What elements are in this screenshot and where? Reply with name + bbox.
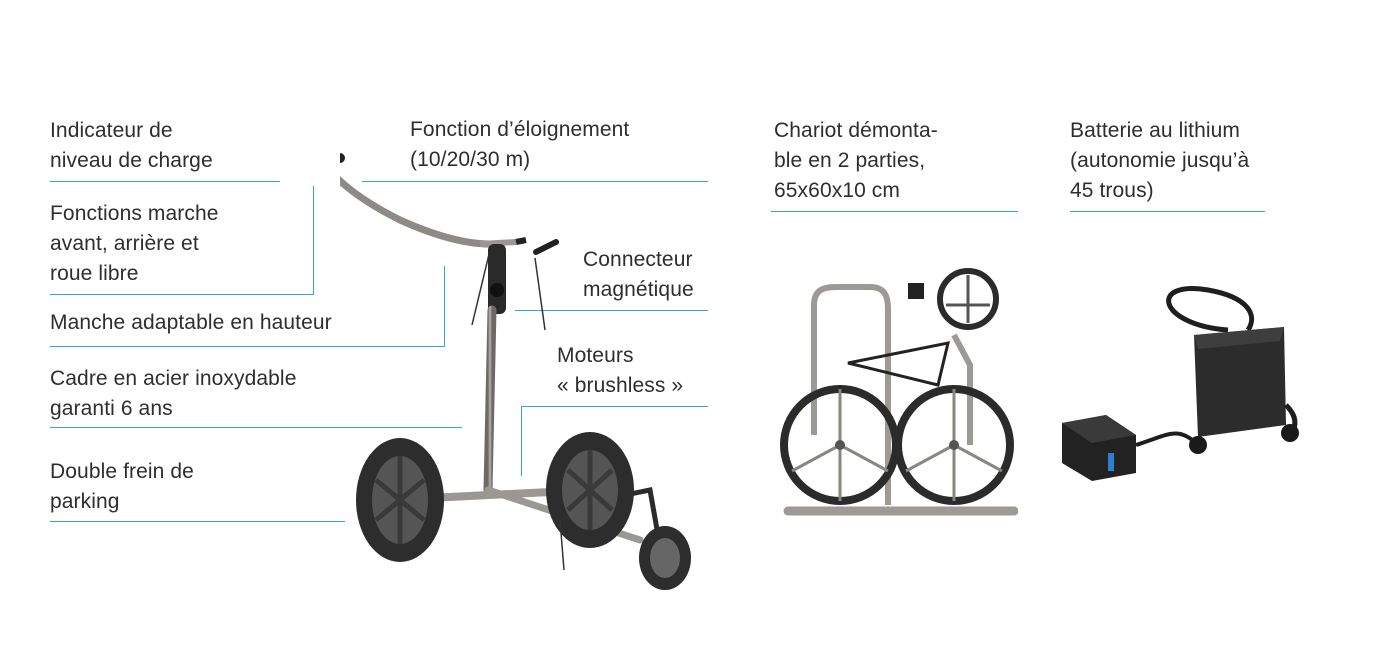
label-brake: Double frein de parking (50, 460, 194, 513)
label-frame: Cadre en acier inoxydable garanti 6 ans (50, 367, 297, 420)
rule-frame (50, 427, 462, 428)
label-battery: Batterie au lithium (autonomie jusqu’à 4… (1070, 119, 1250, 202)
rule-motors (522, 406, 708, 407)
label-distance: Fonction d’éloignement (10/20/30 m) (410, 118, 630, 171)
rule-functions (50, 294, 313, 295)
label-connector: Connecteur magnétique (583, 248, 694, 301)
rule-distance (362, 181, 708, 182)
vrule-functions (313, 186, 314, 295)
rule-battery (1070, 211, 1265, 212)
golf-trolley-illustration (340, 152, 691, 590)
label-charge-indicator: Indicateur de niveau de charge (50, 119, 213, 172)
label-handle: Manche adaptable en hauteur (50, 311, 332, 334)
label-motors: Moteurs « brushless » (557, 344, 684, 397)
rule-charge-indicator (50, 181, 280, 182)
lithium-battery-illustration (1062, 286, 1299, 481)
label-foldable: Chariot démonta- ble en 2 parties, 65x60… (774, 119, 938, 202)
rule-brake (50, 521, 345, 522)
rule-foldable (771, 211, 1018, 212)
rule-handle (50, 346, 445, 347)
folded-trolley-illustration (780, 268, 1018, 516)
vrule-handle (444, 266, 445, 347)
rule-connector (515, 310, 708, 311)
label-functions: Fonctions marche avant, arrière et roue … (50, 202, 219, 285)
vrule-motors (521, 406, 522, 476)
